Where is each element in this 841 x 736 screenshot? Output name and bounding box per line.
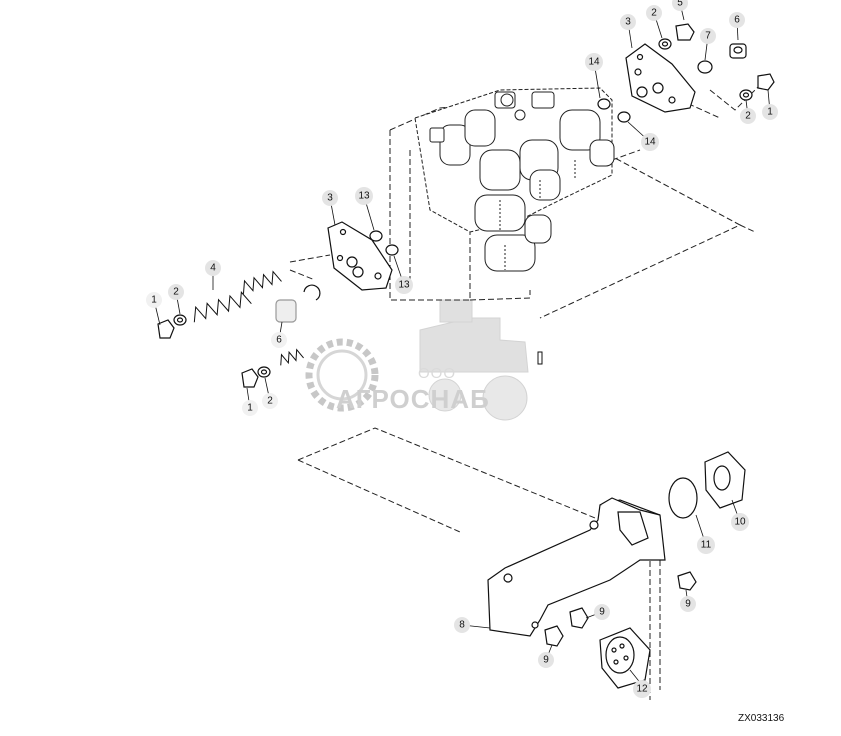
callout-label: 2	[651, 8, 657, 19]
callout-6: 6	[729, 12, 745, 28]
callout-9: 9	[594, 604, 610, 620]
callout-bubble	[646, 5, 662, 21]
callout-bubble	[538, 652, 554, 668]
callout-bubble	[633, 680, 651, 698]
harvester-logo-icon	[419, 299, 529, 421]
valve-block	[414, 87, 615, 272]
drawing-code: ZX033136	[738, 713, 785, 724]
callout-1: 1	[242, 400, 258, 416]
callout-bubble	[641, 133, 659, 151]
callout-2: 2	[646, 5, 662, 21]
watermark-small-text: ООО	[418, 365, 456, 382]
callout-label: 4	[210, 263, 216, 274]
gear-logo-icon	[305, 338, 379, 412]
callout-label: 3	[625, 17, 631, 28]
callout-label: 13	[398, 280, 410, 291]
callout-label: 13	[358, 191, 370, 202]
callout-bubble	[454, 617, 470, 633]
callout-bubble	[594, 604, 610, 620]
callout-12: 12	[633, 680, 651, 698]
callout-bubble	[680, 596, 696, 612]
callout-14: 14	[585, 53, 603, 71]
callout-label: 7	[705, 31, 711, 42]
top-cover-plate	[625, 43, 696, 113]
callout-label: 1	[767, 107, 773, 118]
callout-bubble	[262, 393, 278, 409]
callout-bubble	[620, 14, 636, 30]
callout-label: 6	[734, 15, 740, 26]
top-fasteners	[597, 23, 775, 123]
callout-label: 12	[636, 684, 648, 695]
watermark: ООО АГРОСНАБ	[305, 299, 529, 421]
callout-label: 5	[677, 0, 683, 9]
callout-bubble	[146, 292, 162, 308]
left-cover-plate	[327, 221, 393, 291]
callout-3: 3	[322, 190, 338, 206]
callout-8: 8	[454, 617, 470, 633]
callout-label: 8	[459, 620, 465, 631]
callout-2: 2	[168, 284, 184, 300]
mounting-bracket	[487, 497, 666, 637]
callout-4: 4	[205, 260, 221, 276]
callout-label: 11	[701, 540, 712, 551]
callout-1: 1	[146, 292, 162, 308]
callout-bubble	[242, 400, 258, 416]
callout-label: 2	[745, 111, 751, 122]
callout-bubble	[322, 190, 338, 206]
callout-label: 9	[685, 599, 691, 610]
callout-5: 5	[672, 0, 688, 11]
callout-label: 2	[173, 287, 179, 298]
callout-bubble	[395, 276, 413, 294]
callout-13: 13	[355, 187, 373, 205]
left-fasteners	[157, 230, 399, 388]
watermark-brand-text: АГРОСНАБ	[336, 384, 490, 414]
bracket-fasteners	[544, 451, 746, 689]
callout-label: 1	[151, 295, 157, 306]
callout-9: 9	[680, 596, 696, 612]
callout-bubble	[585, 53, 603, 71]
callout-bubble	[697, 536, 715, 554]
callout-bubble	[672, 0, 688, 11]
callout-bubble	[731, 513, 749, 531]
callout-6: 6	[271, 332, 287, 348]
callout-10: 10	[731, 513, 749, 531]
callout-label: 14	[644, 137, 656, 148]
callout-2: 2	[262, 393, 278, 409]
small-pin	[537, 351, 543, 365]
callout-bubble	[168, 284, 184, 300]
callout-label: 14	[588, 57, 600, 68]
callout-14: 14	[641, 133, 659, 151]
callout-bubble	[700, 28, 716, 44]
callout-3: 3	[620, 14, 636, 30]
callout-label: 9	[599, 607, 605, 618]
callout-1: 1	[762, 104, 778, 120]
callout-7: 7	[700, 28, 716, 44]
callout-9: 9	[538, 652, 554, 668]
callout-label: 3	[327, 193, 333, 204]
callout-label: 10	[734, 517, 746, 528]
callout-label: 2	[267, 396, 273, 407]
callout-13: 13	[395, 276, 413, 294]
callout-bubble	[355, 187, 373, 205]
callout-bubble	[205, 260, 221, 276]
callout-bubble	[762, 104, 778, 120]
callout-bubble	[271, 332, 287, 348]
callout-label: 9	[543, 655, 549, 666]
callout-11: 11	[697, 536, 715, 554]
callout-label: 1	[247, 403, 253, 414]
callout-label: 6	[276, 335, 282, 346]
callout-2: 2	[740, 108, 756, 124]
callout-bubble	[740, 108, 756, 124]
callout-bubble	[729, 12, 745, 28]
